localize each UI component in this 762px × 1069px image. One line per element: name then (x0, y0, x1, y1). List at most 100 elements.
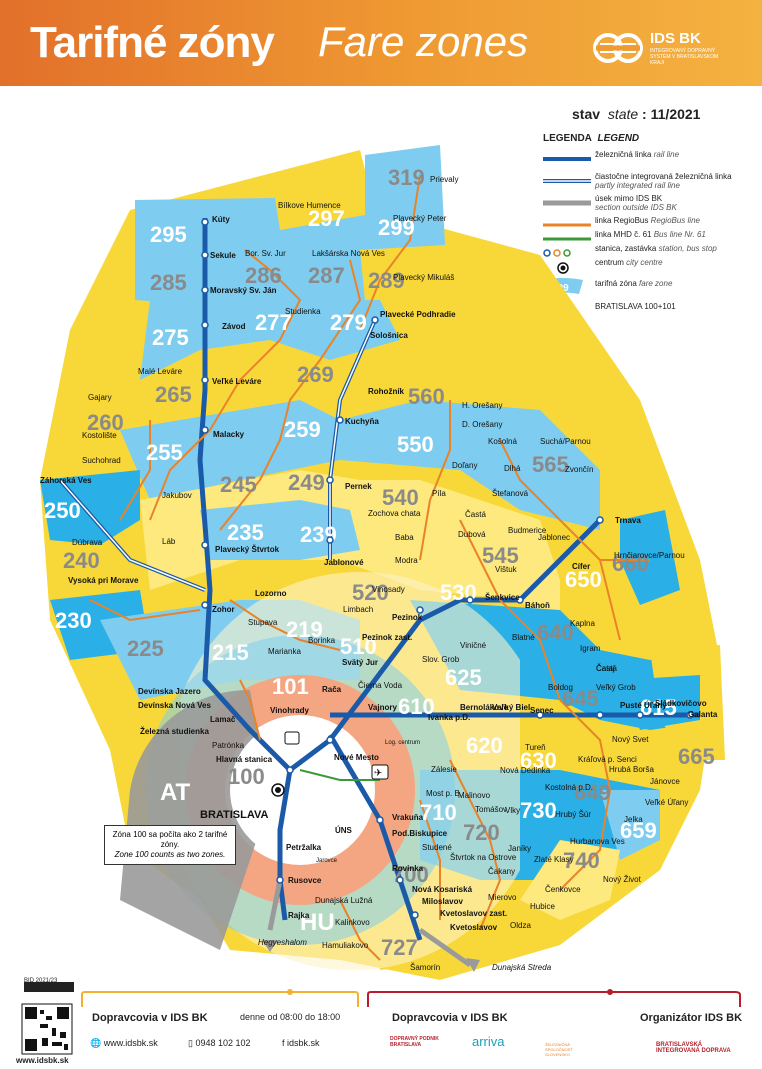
phone-link[interactable]: ▯ 0948 102 102 (188, 1038, 251, 1048)
station-hruba-borsa: Hrubá Borša (609, 765, 654, 774)
station-raca: Rača (322, 685, 342, 694)
outside-section-icon (543, 200, 591, 206)
zone-hu: HU (300, 909, 335, 936)
zone-279: 279 (330, 310, 367, 335)
zone-289: 289 (368, 268, 405, 293)
stop-icon (543, 249, 571, 257)
station-zalesie: Zálesie (431, 765, 457, 774)
mhd-61-line (299, 769, 380, 781)
station-casta: Častá (465, 510, 486, 519)
rail-line-icon (543, 157, 591, 161)
mhd-line-icon (543, 237, 591, 241)
station-cataj-x: Častá (596, 664, 617, 673)
regiobus-line-icon (543, 223, 591, 227)
station-boldog: Boldog (548, 683, 573, 692)
zone-230: 230 (55, 608, 92, 633)
zone-219: 219 (286, 617, 323, 642)
zone-610: 610 (398, 694, 435, 719)
centre-icon (557, 262, 569, 274)
station-pernek: Pernek (345, 482, 372, 491)
zone-650: 650 (565, 567, 602, 592)
station-hegyeshalom: Hegyeshalom (258, 938, 307, 947)
station-h-oresany: H. Orešany (462, 401, 502, 410)
station-vinosady: Vinosady (372, 585, 405, 594)
station-pila: Píla (432, 489, 446, 498)
station-plavecky-stvrtok: Plavecký Štvrtok (215, 545, 280, 554)
zone-map: 295 297 299 319 285 286 287 289 275 277 … (40, 145, 725, 980)
zone-275: 275 (152, 325, 189, 350)
station-most: Most p. B. (426, 789, 462, 798)
partial-rail-west-inner (59, 479, 206, 591)
station-janiky: Janíky (508, 844, 531, 853)
title-sk: Tarifné zóny (30, 18, 275, 67)
station-cenkovce: Čenkovce (545, 885, 581, 894)
zone-235-area (200, 500, 360, 560)
station-novy-zivot: Nový Život (603, 875, 642, 884)
facebook-link[interactable]: f idsbk.sk (282, 1038, 320, 1048)
rail-outside-rajka (267, 879, 283, 931)
zone-550: 550 (397, 432, 434, 457)
zone-740: 740 (563, 848, 600, 873)
zone-649: 649 (574, 780, 611, 805)
station-rovinka: Rovinka (392, 864, 424, 873)
note-sk: Zóna 100 sa počíta ako 2 tarifné zóny. (112, 830, 228, 849)
zone-259: 259 (284, 417, 321, 442)
station-sekule: Sekule (210, 251, 236, 260)
carrier-arriva-logo: arriva (472, 1034, 505, 1049)
station-stvrtok: Štvrtok na Ostrove (450, 853, 517, 862)
station-lamac: Lamač (210, 715, 236, 724)
logo-text: IDS BK (650, 30, 701, 47)
zone-250: 250 (44, 498, 81, 523)
station-patronka: Patrónka (212, 741, 245, 750)
state-label: stav state : 11/2021 (572, 106, 701, 122)
station-zavod: Závod (222, 322, 246, 331)
logo-subtext: INTEGROVANÝ DOPRAVNÝ SYSTÉM V BRATISLAVS… (650, 48, 719, 66)
station-hurbanova-ves: Hurbanova Ves (570, 837, 625, 846)
partial-rail-inner (329, 319, 376, 560)
zone-297: 297 (308, 206, 345, 231)
zone-labels: 295 297 299 319 285 286 287 289 275 277 … (44, 165, 715, 960)
station-vysoka: Vysoká pri Morave (68, 576, 139, 585)
station-dubova: Dubová (458, 530, 486, 539)
station-malacky: Malacky (213, 430, 245, 439)
zone-540: 540 (382, 485, 419, 510)
zone-727: 727 (381, 935, 418, 960)
arrow-dunajska-streda-icon (466, 958, 480, 972)
facebook-icon: f (282, 1038, 285, 1048)
phone-icon: ▯ (188, 1038, 193, 1048)
zone-630: 630 (520, 748, 557, 773)
zone-730: 730 (520, 798, 557, 823)
ids-bk-logo: IDS BK INTEGROVANÝ DOPRAVNÝ SYSTÉM V BRA… (590, 28, 740, 68)
station-oldza: Oldza (510, 921, 531, 930)
regiobus-lines (89, 174, 650, 961)
zone-255: 255 (146, 440, 183, 465)
station-vistuk: Vištuk (495, 565, 518, 574)
zone-640: 640 (537, 620, 574, 645)
state-value: 11/2021 (650, 106, 701, 122)
station-zahorska-ves: Záhorská Ves (40, 476, 92, 485)
station-bor-sv-jur: Bor. Sv. Jur (245, 249, 286, 258)
station-velke-levare: Veľké Leváre (212, 377, 262, 386)
zone-545: 545 (482, 543, 519, 568)
carrier-zssk-logo: ŽELEZNIČNÁ SPOLOČNOSŤ SLOVENSKO (545, 1042, 573, 1057)
zone-286: 286 (245, 263, 282, 288)
zone-101: 101 (272, 674, 309, 699)
zone-659: 659 (620, 818, 657, 843)
station-zohor: Zohor (212, 605, 235, 614)
station-slov-grob: Slov. Grob (422, 655, 460, 664)
zone-710: 710 (420, 800, 457, 825)
rail-line-komarno (327, 733, 423, 941)
zone-615: 615 (640, 695, 677, 720)
station-rohoznik: Rohožník (368, 387, 405, 396)
station-kostoliste: Kostolište (82, 431, 117, 440)
zone-100-note: Zóna 100 sa počíta ako 2 tarifné zóny. Z… (104, 825, 236, 865)
station-lozorno: Lozorno (255, 589, 287, 598)
zone-660: 660 (612, 551, 649, 576)
zone-720: 720 (463, 820, 500, 845)
zone-625: 625 (445, 665, 482, 690)
station-baba: Baba (395, 533, 414, 542)
zone-260: 260 (87, 410, 124, 435)
web-link[interactable]: 🌐 www.idsbk.sk (90, 1038, 158, 1048)
